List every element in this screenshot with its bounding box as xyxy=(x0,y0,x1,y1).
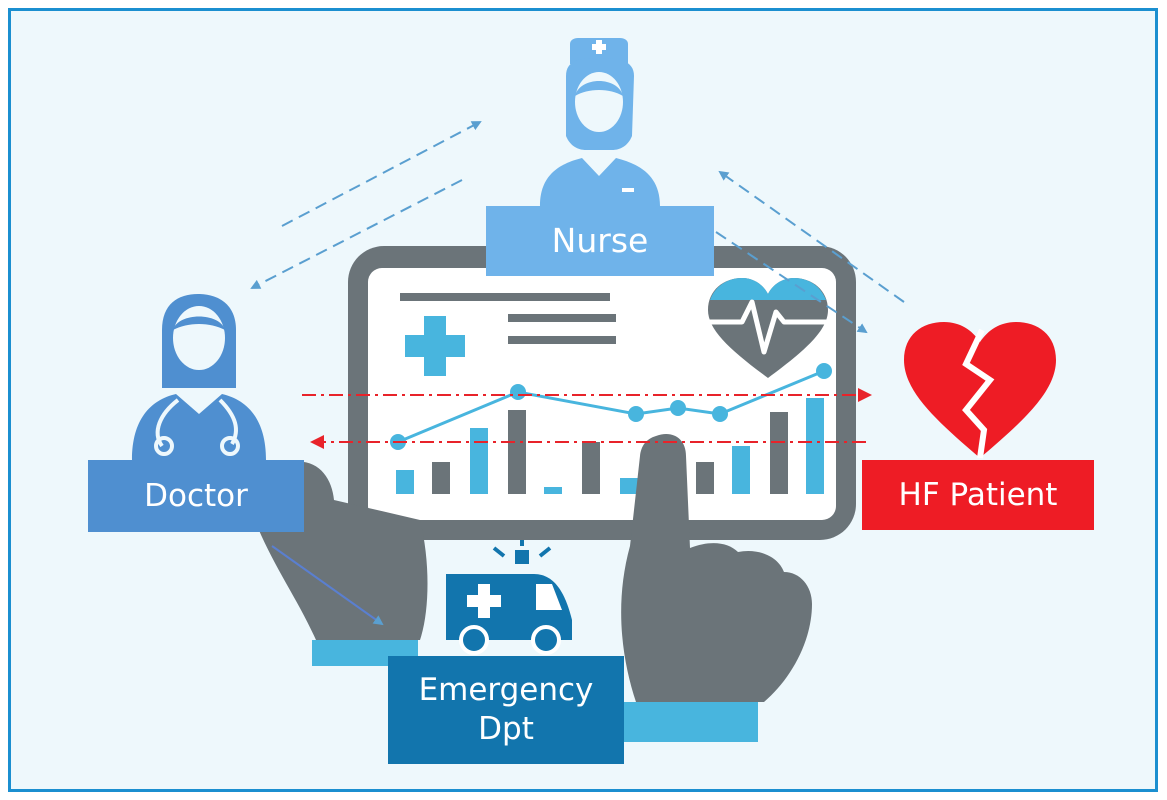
nurse-icon xyxy=(540,38,660,206)
doctor-label: Doctor xyxy=(88,460,304,532)
hf-patient-label: HF Patient xyxy=(862,460,1094,530)
doctor-icon xyxy=(132,294,266,460)
heartbeat-heart-icon xyxy=(706,278,830,378)
doctor-to-nurse-arrow xyxy=(281,121,482,227)
tablet-icon xyxy=(348,246,856,540)
emergency-label-line2: Dpt xyxy=(478,711,534,747)
nurse-to-doctor-arrow xyxy=(250,179,463,289)
pointing-hand-icon xyxy=(621,434,812,742)
ambulance-icon xyxy=(446,540,572,655)
emergency-label-line1: Emergency xyxy=(418,672,594,709)
flow-arrows xyxy=(250,121,905,334)
trend-line xyxy=(390,363,832,450)
broken-heart-icon xyxy=(904,322,1056,459)
nurse-to-patient-arrow xyxy=(715,231,868,334)
medical-cross-icon xyxy=(405,316,465,376)
nurse-label: Nurse xyxy=(486,206,714,276)
doctor-to-emergency-arrow xyxy=(271,545,384,626)
chart-bars xyxy=(396,398,824,494)
alert-arrows xyxy=(302,388,872,449)
emergency-dpt-label: Emergency Dpt xyxy=(388,656,624,764)
